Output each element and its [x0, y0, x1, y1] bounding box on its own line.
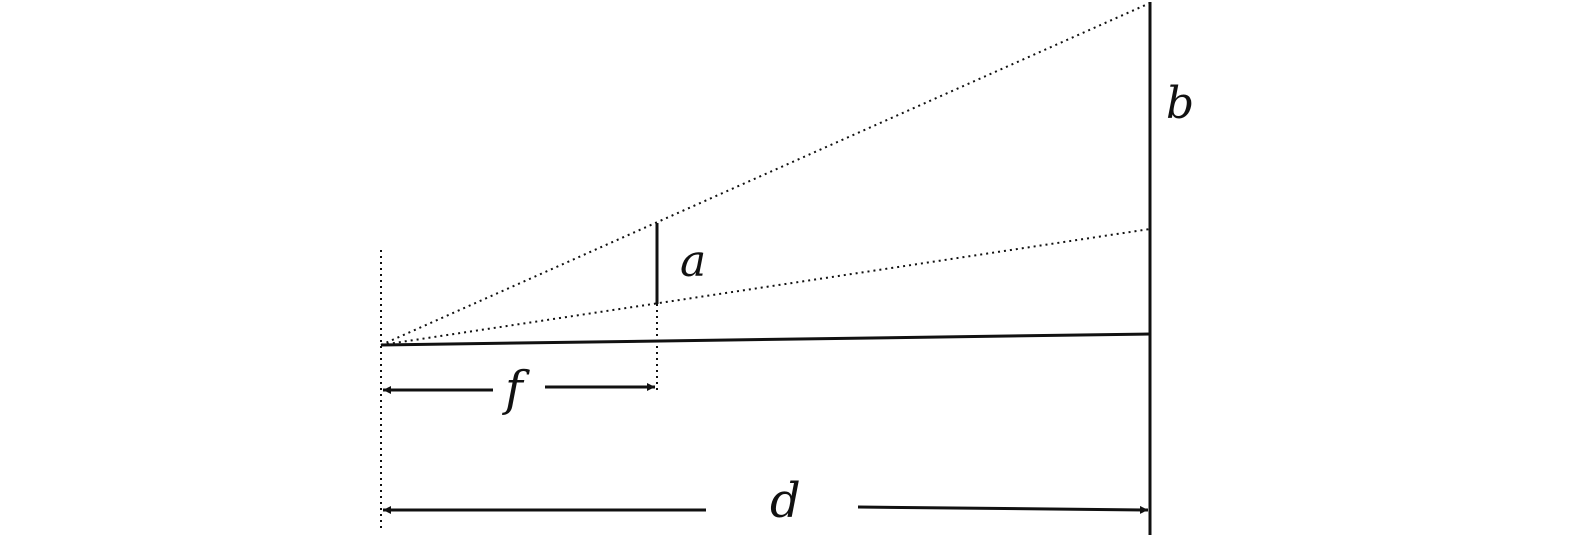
label-f: f — [502, 361, 530, 417]
lower-ray-dotted — [380, 228, 1151, 346]
d-arrow-right — [857, 505, 1149, 514]
label-a: a — [680, 236, 706, 287]
optical-axis — [380, 332, 1151, 347]
label-b: b — [1166, 78, 1194, 129]
upper-ray-dotted — [380, 2, 1151, 346]
label-d: d — [770, 473, 801, 529]
